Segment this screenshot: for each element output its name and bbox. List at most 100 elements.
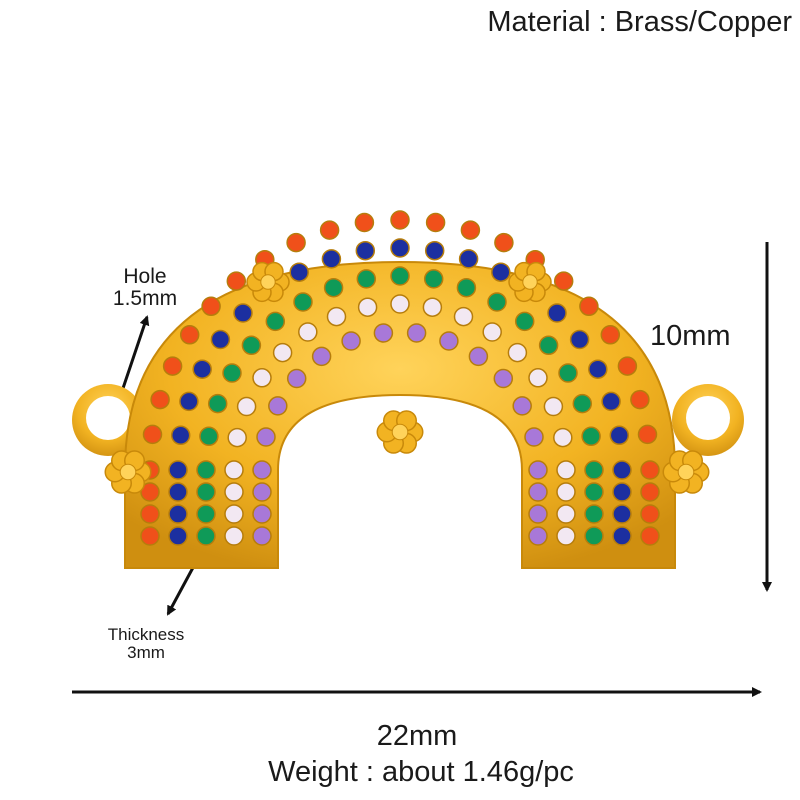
gem [553,271,574,291]
gem [458,249,479,269]
gem [224,504,244,524]
hole-size: 1.5mm [112,287,178,311]
flower-icon [662,450,710,494]
gem [487,292,507,312]
hole-title: Hole [123,265,167,288]
gem [569,329,590,350]
gem [142,424,163,445]
gem [494,232,514,253]
gem [572,393,593,414]
gem [227,427,247,448]
gem [617,356,638,376]
gem [468,346,489,367]
gem [612,504,632,524]
flower-icon [104,450,152,494]
gem [265,311,286,332]
gem [192,359,212,379]
gem [581,426,601,447]
gem [168,504,188,524]
gem [588,359,608,379]
gem [252,482,272,502]
gem [323,277,344,298]
gem [207,393,228,414]
gem [584,526,604,546]
gem [293,292,313,312]
material-label: Material : Brass/Copper [487,6,792,38]
gem [579,296,599,317]
gem [256,427,276,447]
gem [298,322,318,342]
gem [236,396,257,417]
gem [390,294,410,314]
gem [612,460,632,480]
gem [224,460,244,480]
gem [252,504,272,524]
gem [512,396,532,416]
gem [482,322,502,342]
gem [319,220,340,240]
gem [491,262,511,282]
gem [390,210,410,230]
gem [168,460,188,480]
flower-icon [246,261,290,303]
gem [140,482,160,502]
gem [556,526,576,546]
flower-icon [508,261,552,303]
gem [150,389,170,410]
gem [528,504,548,524]
gem [543,396,564,417]
gem [524,427,544,447]
gem [196,460,216,480]
gem [311,346,332,367]
gem [162,356,183,376]
gem [286,368,307,389]
gem [553,427,573,448]
gem [201,296,221,317]
gem [140,526,160,546]
flower-decorations [104,261,710,494]
gem [422,297,443,317]
gem [268,396,288,416]
gem [424,240,445,261]
gem [453,306,474,327]
gem [357,297,378,317]
weight-label: Weight : about 1.46g/pc [268,756,574,788]
gem [556,504,576,524]
gem [196,482,216,502]
gem [226,271,247,291]
gem [640,504,660,524]
gem [224,482,244,502]
gem [390,266,410,286]
gem [640,460,660,480]
gem [326,306,347,327]
gem [556,482,576,502]
gem [556,460,576,480]
gem [493,368,514,389]
gem [547,303,567,323]
gem [286,232,306,253]
gem [222,363,242,383]
gem [640,482,660,502]
gem [612,526,632,546]
gem [609,425,630,446]
gem [170,425,191,446]
gem [612,482,632,502]
gem [514,311,535,332]
thickness-label: Thickness 3mm [84,626,208,662]
gem [601,391,621,412]
gem [630,389,650,410]
right-loop [672,384,744,456]
gem [272,342,293,363]
gem [354,212,375,233]
thickness-title: Thickness [107,625,185,644]
gem [528,482,548,502]
gem [252,526,272,546]
thickness-size: 3mm [127,642,165,662]
gem [224,526,244,546]
gem [558,363,578,383]
gem [356,269,377,289]
gem [321,249,342,269]
gem [341,331,361,351]
gem [373,323,394,343]
